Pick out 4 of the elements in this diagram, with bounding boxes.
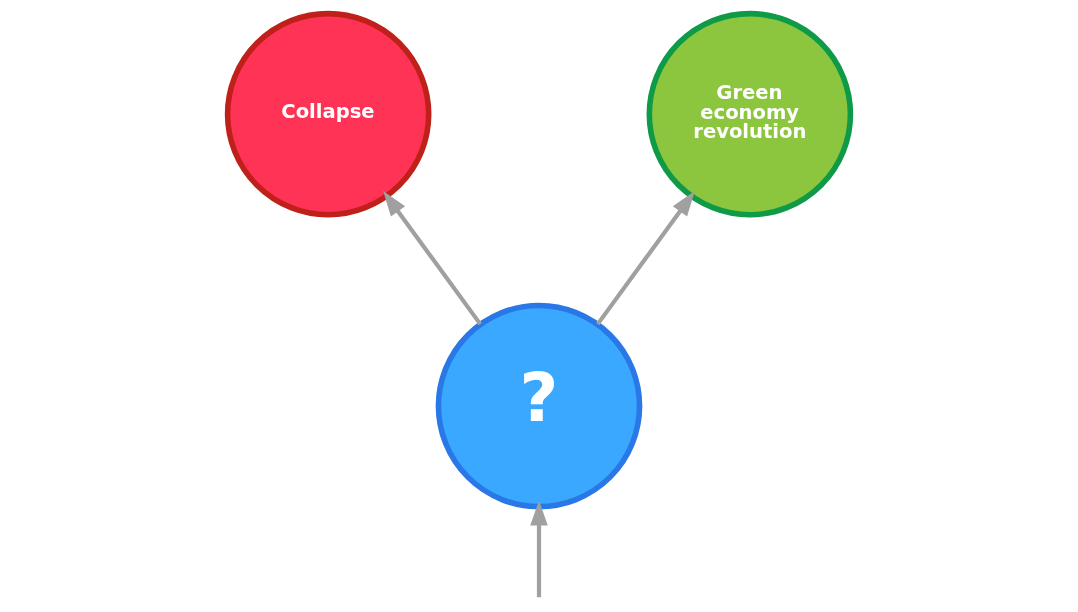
arrow: [596, 191, 695, 326]
node-circle: ?: [435, 302, 643, 510]
arrow: [530, 500, 548, 598]
arrow: [383, 191, 482, 326]
